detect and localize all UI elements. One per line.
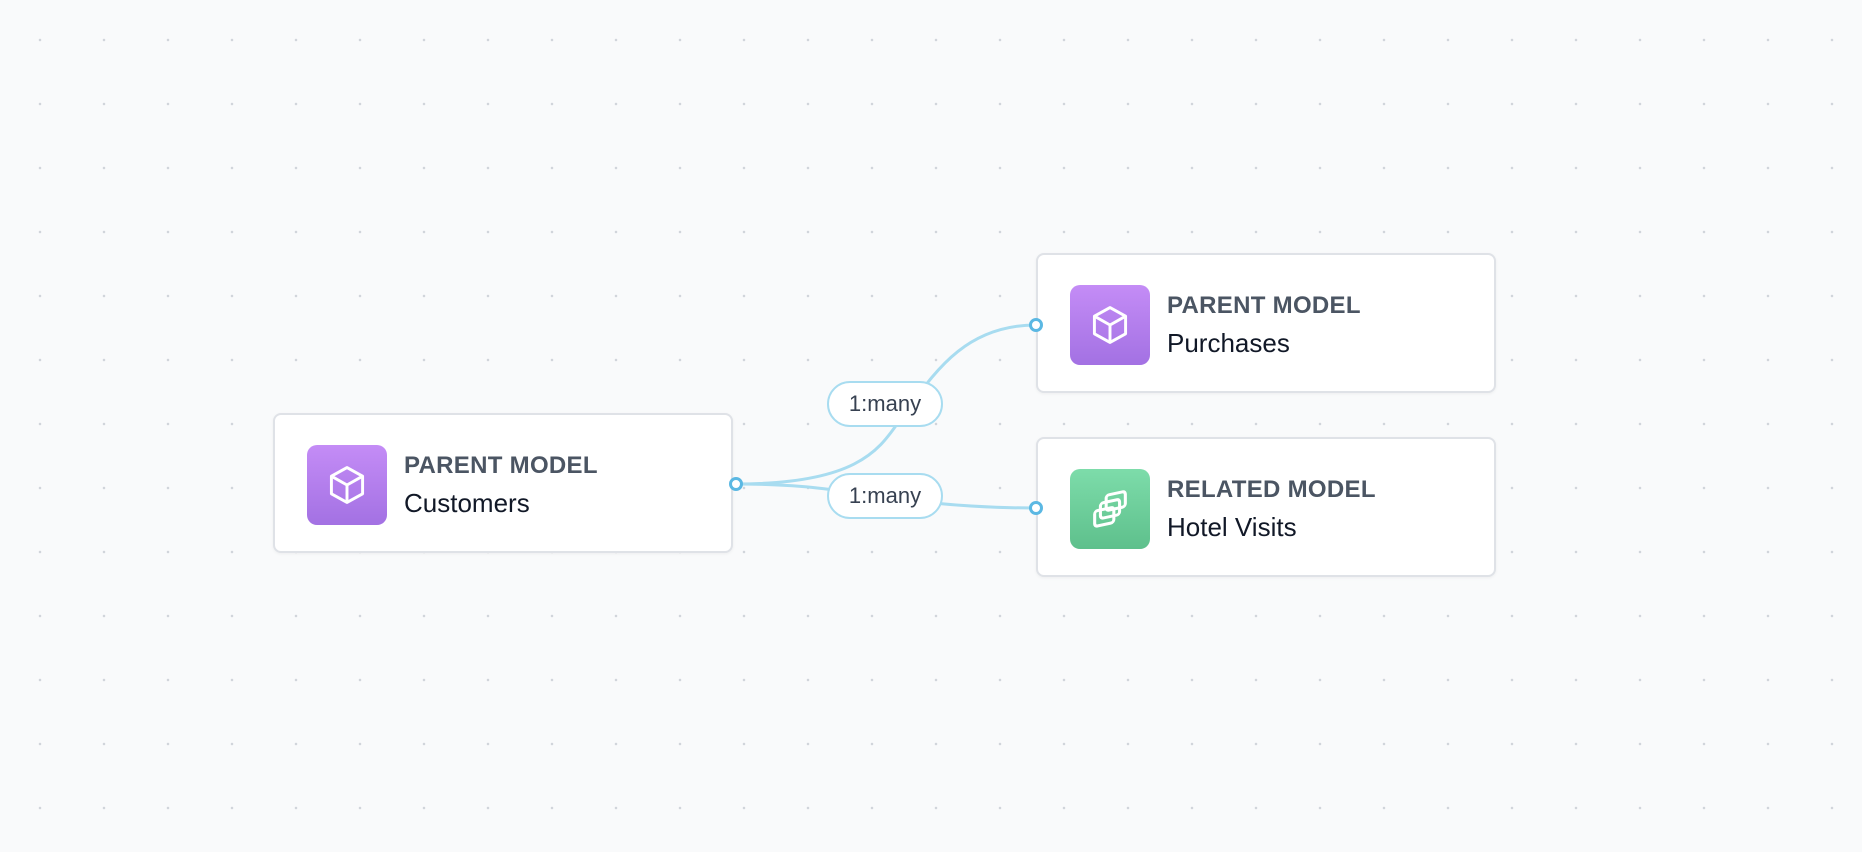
stacked-squares-icon — [1093, 490, 1127, 528]
edge-label-customers-purchases[interactable]: 1:many — [827, 381, 943, 427]
node-name: Customers — [404, 488, 530, 518]
cube-icon — [329, 466, 365, 504]
edge-label-customers-hotel-visits[interactable]: 1:many — [827, 473, 943, 519]
purchases-target-handle[interactable] — [1029, 318, 1043, 332]
node-name: Hotel Visits — [1167, 512, 1297, 542]
node-hotel-visits[interactable]: RELATED MODEL Hotel Visits — [1036, 437, 1496, 577]
node-name: Purchases — [1167, 328, 1290, 358]
node-kind-label: PARENT MODEL — [1167, 292, 1361, 319]
node-purchases[interactable]: PARENT MODEL Purchases — [1036, 253, 1496, 393]
node-customers[interactable]: PARENT MODEL Customers — [273, 413, 733, 553]
hotel-visits-target-handle[interactable] — [1029, 501, 1043, 515]
hotel-visits-model-icon-badge — [1070, 469, 1150, 549]
purchases-model-icon-badge — [1070, 285, 1150, 365]
customers-source-handle[interactable] — [729, 477, 743, 491]
node-kind-label: RELATED MODEL — [1167, 476, 1376, 503]
customers-model-icon-badge — [307, 445, 387, 525]
cube-icon — [1092, 306, 1128, 344]
node-kind-label: PARENT MODEL — [404, 452, 598, 479]
